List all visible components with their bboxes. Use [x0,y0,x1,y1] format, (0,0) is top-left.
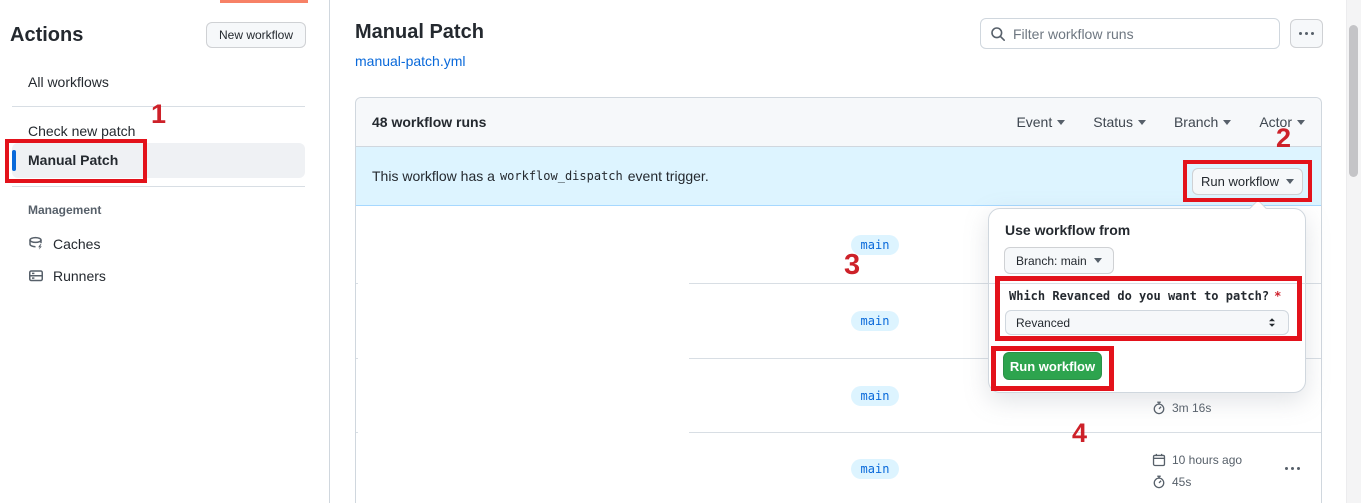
stopwatch-icon [1153,475,1165,489]
workflow-dispatch-code: workflow_dispatch [499,169,623,183]
workflow-run-row[interactable]: main 3m 16s [356,359,1321,433]
run-date: 10 hours ago [1172,453,1243,467]
branch-filter-dropdown[interactable]: Branch [1174,114,1232,130]
workflow-file-link[interactable]: manual-patch.yml [355,53,466,69]
runs-count: 48 workflow runs [372,114,487,130]
chevron-down-icon [1093,258,1102,263]
new-workflow-button[interactable]: New workflow [206,22,306,48]
sidebar-item-label: Caches [53,236,101,252]
run-duration: 45s [1172,475,1192,489]
search-icon [991,27,1005,41]
sidebar-item-caches[interactable]: Caches [12,229,305,259]
run-workflow-submit-button[interactable]: Run workflow [1003,352,1102,380]
chevron-down-icon [1137,119,1146,125]
workflow-run-row[interactable]: main 10 hours ago 45s [356,433,1321,504]
branch-badge[interactable]: main [851,458,899,479]
redacted-run-titles-area [358,206,689,503]
revanced-select[interactable]: Revanced [1005,310,1289,335]
sidebar-item-label: All workflows [28,74,109,90]
kebab-icon [1284,466,1288,470]
sidebar-item-manual-patch[interactable]: Manual Patch [12,143,305,178]
run-options-kebab-button[interactable] [1279,459,1305,477]
workflow-run-row[interactable]: main [356,206,1321,284]
page-loading-bar [220,0,308,3]
runs-filter-bar: Event Status Branch Actor [1016,114,1305,130]
workflow-input-label: Which Revanced do you want to patch?* [1009,289,1282,303]
event-filter-dropdown[interactable]: Event [1016,114,1066,130]
actor-filter-dropdown[interactable]: Actor [1259,114,1305,130]
server-icon [29,270,43,282]
sidebar-title: Actions [10,24,84,46]
sidebar-item-label: Runners [53,268,106,284]
chevron-down-icon [1297,119,1305,125]
branch-badge[interactable]: main [851,311,899,331]
cache-icon [29,236,42,250]
dialog-divider [989,283,1305,284]
filter-runs-input[interactable] [980,18,1280,49]
workflow-run-row[interactable]: main [356,284,1321,359]
required-asterisk: * [1274,289,1282,303]
sidebar-item-label: Manual Patch [28,152,119,168]
chevron-down-icon [1223,119,1232,125]
status-filter-dropdown[interactable]: Status [1093,114,1146,130]
scrollbar-thumb[interactable] [1349,25,1358,177]
calendar-icon [1152,453,1166,467]
run-workflow-dialog: Use workflow from Branch: main Which Rev… [988,208,1306,393]
stopwatch-icon [1153,401,1165,415]
run-duration: 3m 16s [1172,401,1212,415]
dialog-heading: Use workflow from [1005,222,1131,238]
chevron-down-icon [1286,179,1295,184]
branch-badge[interactable]: main [851,385,899,406]
sidebar-item-all-workflows[interactable]: All workflows [12,68,305,96]
workflow-dispatch-banner: This workflow has a workflow_dispatch ev… [356,147,1321,206]
run-meta: 10 hours ago 45s [1152,452,1242,490]
filter-workflow-runs [980,18,1280,49]
runs-list-header: 48 workflow runs Event Status Branch Act… [356,98,1321,147]
workflow-runs-panel: 48 workflow runs Event Status Branch Act… [355,97,1322,503]
sidebar-item-label: Check new patch [28,123,136,139]
sidebar-item-check-new-patch[interactable]: Check new patch [12,117,305,145]
scrollbar-track[interactable] [1346,0,1361,503]
management-heading: Management [28,203,102,217]
kebab-icon [1299,32,1302,35]
run-workflow-dropdown-button[interactable]: Run workflow [1192,168,1303,195]
actions-sidebar: Actions New workflow All workflows Check… [0,0,330,503]
chevron-down-icon [1057,119,1066,125]
selected-accent-bar [12,150,16,171]
branch-select-button[interactable]: Branch: main [1004,247,1114,274]
workflow-options-kebab-button[interactable] [1290,19,1323,48]
sidebar-item-runners[interactable]: Runners [12,261,305,291]
select-updown-icon [1269,318,1275,327]
run-meta: 3m 16s [1152,378,1211,416]
sidebar-divider [12,186,305,187]
sidebar-divider [12,106,305,107]
page-title: Manual Patch [355,21,484,43]
branch-badge[interactable]: main [851,234,899,255]
